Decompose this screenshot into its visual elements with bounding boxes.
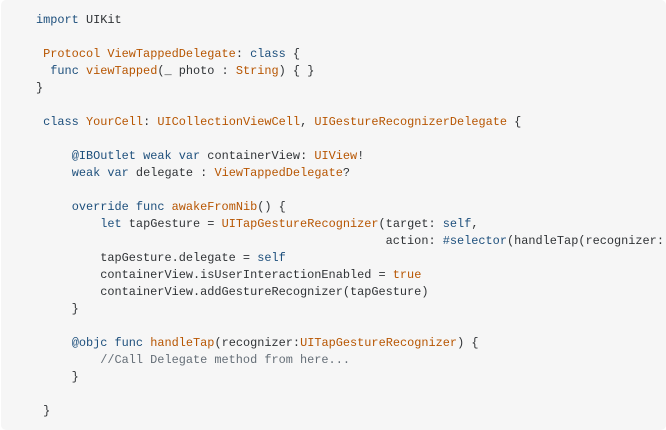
type-token: handleTap [150,336,215,350]
type-token: UIGestureRecognizerDelegate [314,115,508,129]
plain-token [129,200,136,214]
plain-token [172,149,179,163]
plain-token [36,166,72,180]
code-line: Protocol ViewTappedDelegate: class { [36,46,666,63]
plain-token [36,64,50,78]
plain-token: ? [342,166,351,180]
plain-token [164,200,171,214]
code-line: tapGesture.delegate = self [36,250,666,267]
keyword-token: func [50,64,79,78]
type-token: UICollectionViewCell [157,115,301,129]
plain-token: () { [257,200,286,214]
plain-token: { [285,47,301,61]
comment-token: //Call Delegate method from here... [36,353,350,367]
keyword-token: weak [143,149,172,163]
keyword-token: self [442,217,472,231]
code-line [36,386,666,403]
code-line: containerView.isUserInteractionEnabled =… [36,267,666,284]
keyword-token: weak [71,166,101,180]
plain-token: action: [36,234,443,248]
plain-token [36,217,100,231]
type-token: UITapGestureRecognizer [221,217,379,231]
plain-token: : [235,47,251,61]
type-token: String [235,64,279,78]
code-line: func viewTapped(_ photo : String) { } [36,63,666,80]
code-line: } [36,403,666,420]
code-line: import UIKit [36,12,666,29]
type-token: UITapGestureRecognizer [300,336,458,350]
code-line [36,131,666,148]
code-line: let tapGesture = UITapGestureRecognizer(… [36,216,666,233]
code-line: //Call Delegate method from here... [36,352,666,369]
plain-token: } [36,404,51,418]
keyword-token: var [178,149,201,163]
keyword-token: @IBOutlet [71,149,136,163]
code-line: weak var delegate : ViewTappedDelegate? [36,165,666,182]
keyword-token: #selector [442,234,507,248]
plain-token: (_ photo : [157,64,236,78]
plain-token [79,115,86,129]
keyword-token: let [100,217,122,231]
plain-token: (handleTap(recognizer:))) [506,234,666,248]
type-token: ViewTappedDelegate [107,47,236,61]
type-token: UIView [314,149,358,163]
keyword-token: func [135,200,165,214]
plain-token [36,149,72,163]
code-line [36,29,666,46]
plain-token [107,336,114,350]
plain-token: tapGesture = [121,217,222,231]
type-token: viewTapped [85,64,158,78]
keyword-token: self [257,251,286,265]
code-line [36,97,666,114]
type-token: true [392,268,422,282]
plain-token: (recognizer: [214,336,301,350]
code-line: containerView.addGestureRecognizer(tapGe… [36,284,666,301]
code-line: @objc func handleTap(recognizer:UITapGes… [36,335,666,352]
plain-token: (target: [378,217,443,231]
plain-token: ) { [457,336,479,350]
type-token: YourCell [85,115,144,129]
plain-token: ! [357,149,365,163]
code-line: } [36,80,666,97]
keyword-token: class [43,115,79,129]
plain-token: containerView: [200,149,315,163]
plain-token: UIKit [78,13,122,27]
plain-token [36,336,72,350]
keyword-token: var [107,166,129,180]
plain-token: delegate : [128,166,215,180]
code-line [36,182,666,199]
plain-token: { [507,115,522,129]
keyword-token: class [250,47,286,61]
code-line: override func awakeFromNib() { [36,199,666,216]
code-line: } [36,369,666,386]
code-line: action: #selector(handleTap(recognizer:)… [36,233,666,250]
plain-token [79,64,86,78]
plain-token: containerView.isUserInteractionEnabled = [36,268,393,282]
type-token: Protocol [43,47,101,61]
plain-token: } [36,302,79,316]
plain-token: } [36,370,79,384]
keyword-token: import [36,13,79,27]
code-text: import UIKit Protocol ViewTappedDelegate… [1,0,666,420]
code-line: } [36,301,666,318]
plain-token [136,149,143,163]
code-line: @IBOutlet weak var containerView: UIView… [36,148,666,165]
plain-token: containerView.addGestureRecognizer(tapGe… [36,285,429,299]
plain-token: , [471,217,479,231]
keyword-token: @objc [71,336,108,350]
type-token: ViewTappedDelegate [214,166,343,180]
plain-token: tapGesture.delegate = [36,251,258,265]
plain-token: ) { } [278,64,315,78]
code-line [36,318,666,335]
code-line: class YourCell: UICollectionViewCell, UI… [36,114,666,131]
plain-token: : [143,115,158,129]
plain-token: } [36,81,44,95]
plain-token [36,200,72,214]
type-token: awakeFromNib [171,200,258,214]
plain-token: , [300,115,315,129]
keyword-token: func [114,336,144,350]
keyword-token: override [71,200,129,214]
